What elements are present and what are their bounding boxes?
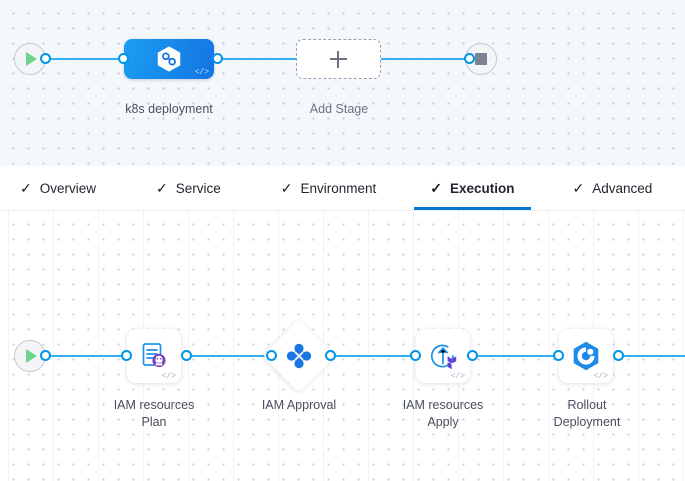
tab-service[interactable]: ✓ Service [150,166,227,210]
iam-approval-icon-wrap [273,330,325,382]
harness-hexagon-icon [157,46,181,72]
stage-node-k8s-deployment[interactable]: </> [124,39,214,79]
tab-execution[interactable]: ✓ Execution [414,166,531,210]
play-icon [26,52,37,66]
check-icon: ✓ [430,180,443,196]
connector-rollout-to-next [618,355,685,357]
terraform-apply-icon [430,344,457,370]
tab-environment-label: Environment [300,180,377,196]
connector-dot-approval-left[interactable] [266,350,277,361]
connector-start-to-stage [42,58,138,60]
connector-dot-apply-right[interactable] [467,350,478,361]
stage-code-badge: </> [194,68,209,77]
execution-steps-canvas[interactable]: </> IAM resources Plan [0,211,685,481]
step-node-rollout-deployment[interactable]: </> [559,329,613,383]
tab-advanced-label: Advanced [592,180,653,196]
stop-icon [475,53,487,65]
step-code-badge: </> [593,372,608,381]
connector-dot-end[interactable] [464,53,475,64]
connector-dot-apply-left[interactable] [410,350,421,361]
check-icon: ✓ [156,180,168,196]
connector-dot-rollout-right[interactable] [613,350,624,361]
connector-dot-rollout-left[interactable] [553,350,564,361]
connector-plan-to-approval [186,355,272,357]
connector-dot-plan-left[interactable] [121,350,132,361]
step-label-iam-approval: IAM Approval [261,398,337,412]
step-label-iam-resources-apply: IAM resources Apply [402,398,484,429]
tab-execution-label: Execution [450,180,515,196]
connector-dot-start[interactable] [40,53,51,64]
tab-environment[interactable]: ✓ Environment [275,166,383,210]
check-icon: ✓ [280,180,293,196]
connector-dot-stage-left[interactable] [118,53,129,64]
connector-stage-to-addstage [216,58,300,60]
step-node-iam-resources-plan[interactable]: </> [127,329,181,383]
plus-icon [330,50,347,68]
connector-approval-to-apply [330,355,416,357]
harness-approval-icon [286,343,312,369]
step-code-badge: </> [450,372,465,381]
add-stage-button[interactable] [296,39,381,79]
step-label-rollout-deployment: Rollout Deployment [553,398,621,429]
step-code-badge: </> [161,372,176,381]
check-icon: ✓ [20,180,32,196]
add-stage-label: Add Stage [309,102,369,116]
tab-overview[interactable]: ✓ Overview [14,166,102,210]
connector-dot-exec-start[interactable] [40,350,51,361]
play-icon [26,349,37,363]
step-label-iam-resources-plan: IAM resources Plan [113,398,195,429]
tab-overview-label: Overview [39,180,96,196]
tab-service-label: Service [175,180,221,196]
pipeline-stage-canvas[interactable]: </> k8s deployment Add Stage [0,0,685,166]
connector-dot-approval-right[interactable] [325,350,336,361]
step-node-iam-resources-apply[interactable]: </> [416,329,470,383]
terraform-plan-icon [142,343,166,368]
stage-label-k8s-deployment: k8s deployment [125,102,213,116]
connector-start-to-plan [42,355,142,357]
tab-advanced[interactable]: ✓ Advanced [567,166,659,210]
connector-dot-stage-right[interactable] [212,53,223,64]
check-icon: ✓ [572,180,585,196]
connector-addstage-to-end [378,58,470,60]
kubernetes-rollout-icon [573,341,599,371]
stage-config-tabbar[interactable]: ✓ Overview ✓ Service ✓ Environment ✓ Exe… [0,166,685,211]
connector-apply-to-rollout [472,355,558,357]
connector-dot-plan-right[interactable] [181,350,192,361]
pipeline-start-node[interactable] [14,43,46,75]
